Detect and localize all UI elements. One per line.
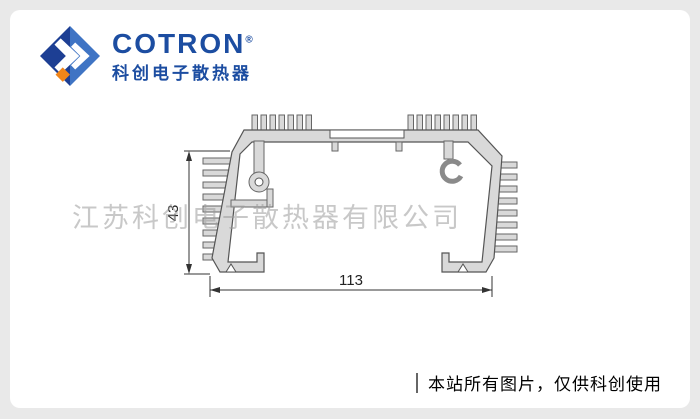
logo-orange-accent bbox=[55, 67, 70, 82]
profile-body bbox=[211, 129, 503, 273]
logo-text: COTRON® 科创电子散热器 bbox=[112, 30, 253, 83]
width-dimension: 113 bbox=[209, 272, 493, 297]
ceiling-tab-left bbox=[331, 141, 339, 152]
right-fin-group bbox=[488, 161, 518, 253]
height-dimension: 43 bbox=[165, 150, 230, 275]
brand-name: COTRON® bbox=[112, 30, 253, 58]
screw-clip-right bbox=[439, 140, 464, 184]
bottom-notch-left bbox=[225, 263, 237, 273]
logo: COTRON® 科创电子散热器 bbox=[40, 26, 253, 86]
registered-mark: ® bbox=[245, 34, 253, 46]
logo-k-cut-left bbox=[54, 38, 80, 74]
width-dim-label: 113 bbox=[339, 272, 363, 289]
logo-subtitle: 科创电子散热器 bbox=[112, 64, 252, 83]
footer-note: 本站所有图片，仅供科创使用 bbox=[416, 370, 662, 395]
screw-boss-left bbox=[230, 140, 274, 208]
cotron-logo-icon bbox=[40, 26, 100, 86]
bottom-notch-right bbox=[457, 263, 469, 273]
footer-divider bbox=[416, 372, 418, 393]
brand-word: COTRON bbox=[112, 28, 246, 59]
top-recess-channel bbox=[329, 129, 405, 139]
top-right-fin-group bbox=[407, 114, 477, 133]
ceiling-tab-right bbox=[395, 141, 403, 152]
logo-k-cut-right bbox=[71, 42, 90, 70]
content-panel bbox=[10, 10, 690, 408]
footer-note-text: 本站所有图片，仅供科创使用 bbox=[428, 375, 662, 394]
height-dim-label: 43 bbox=[165, 205, 182, 222]
